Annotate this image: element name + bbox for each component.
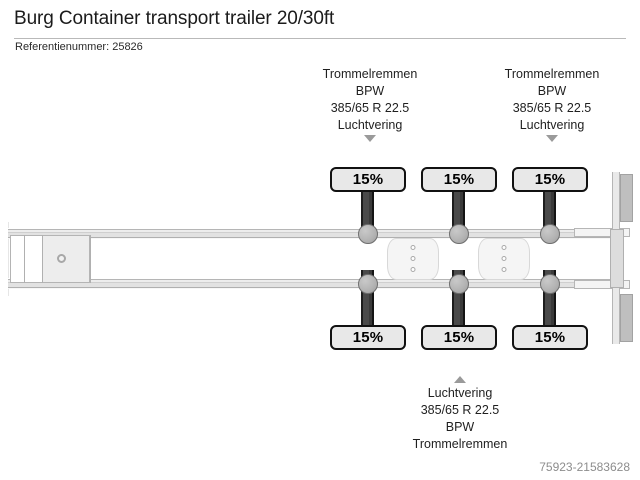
front-divider: [42, 235, 43, 283]
wheel-hub: [358, 274, 378, 294]
axle-load-plate: 15%: [421, 325, 497, 350]
front-plate-fill: [42, 235, 90, 283]
air-suspension-block: [478, 238, 530, 280]
wheel-hub: [449, 274, 469, 294]
wheel-hub: [540, 224, 560, 244]
hole-icon: [501, 256, 507, 261]
annotation-line: Trommelremmen: [504, 67, 600, 81]
front-edge: [8, 222, 9, 296]
rear-lamp: [620, 294, 633, 342]
annotation-line: Luchtvering: [519, 118, 585, 132]
hole-group: [501, 245, 507, 272]
axle-load-plate: 15%: [330, 167, 406, 192]
annotation-top-left: Trommelremmen BPW 385/65 R 22.5 Luchtver…: [296, 66, 444, 142]
hole-icon: [501, 267, 507, 272]
annotation-line: BPW: [355, 84, 385, 98]
front-divider: [90, 235, 91, 283]
arrow-up-icon: [454, 376, 466, 383]
axle-load-plate: 15%: [512, 167, 588, 192]
annotation-line: Trommelremmen: [322, 67, 418, 81]
wheel-hub: [358, 224, 378, 244]
rear-cross-bar: [574, 228, 630, 237]
hole-icon: [410, 245, 416, 250]
watermark: 75923-21583628: [539, 460, 630, 474]
annotation-bottom: Luchtvering 385/65 R 22.5 BPW Trommelrem…: [386, 376, 534, 453]
chassis-rail-bottom: [8, 278, 614, 289]
air-suspension-block: [387, 238, 439, 280]
annotation-line: 385/65 R 22.5: [330, 101, 410, 115]
trailer-diagram: 15% 15% 15% 15% 15% 15%: [0, 150, 640, 365]
annotation-line: 385/65 R 22.5: [420, 403, 500, 417]
arrow-down-icon: [364, 135, 376, 142]
hole-group: [410, 245, 416, 272]
rear-lamp: [620, 174, 633, 222]
arrow-down-icon: [546, 135, 558, 142]
wheel-hub: [449, 224, 469, 244]
annotation-line: Trommelremmen: [412, 437, 508, 451]
front-divider: [24, 235, 25, 283]
title-divider: [14, 38, 626, 39]
page-title: Burg Container transport trailer 20/30ft: [14, 8, 335, 29]
axle-load-plate: 15%: [421, 167, 497, 192]
annotation-line: Luchtvering: [427, 386, 493, 400]
kingpin-icon: [57, 254, 66, 263]
rear-body: [610, 229, 624, 288]
chassis-rail-top: [8, 228, 614, 239]
annotation-line: BPW: [537, 84, 567, 98]
hole-icon: [410, 267, 416, 272]
annotation-top-right: Trommelremmen BPW 385/65 R 22.5 Luchtver…: [478, 66, 626, 142]
reference-number: Referentienummer: 25826: [15, 41, 143, 53]
annotation-line: 385/65 R 22.5: [512, 101, 592, 115]
wheel-hub: [540, 274, 560, 294]
axle-load-plate: 15%: [512, 325, 588, 350]
axle-load-plate: 15%: [330, 325, 406, 350]
hole-icon: [501, 245, 507, 250]
annotation-line: Luchtvering: [337, 118, 403, 132]
annotation-line: BPW: [445, 420, 475, 434]
hole-icon: [410, 256, 416, 261]
rear-cross-bar: [574, 280, 630, 289]
